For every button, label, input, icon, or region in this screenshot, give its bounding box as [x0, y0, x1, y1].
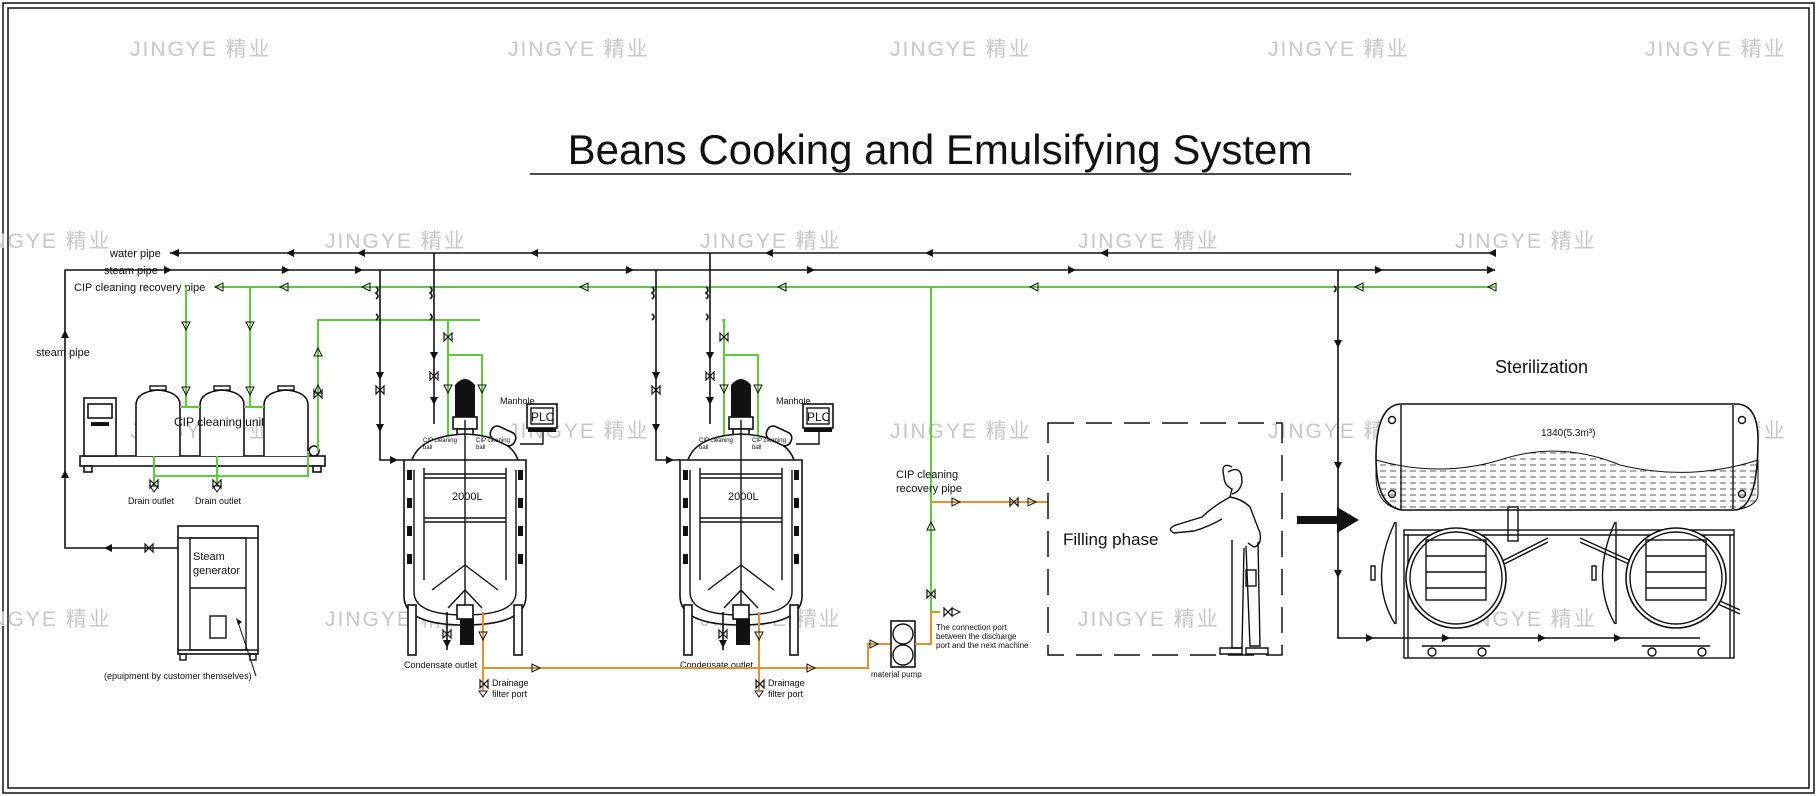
watermark: JINGYE 精业: [1078, 608, 1220, 631]
tank-2-cip-ball-right: CIP cleaning: [752, 438, 786, 444]
filling-phase-label: Filling phase: [1063, 530, 1158, 549]
watermark: JINGYE 精业: [0, 608, 112, 631]
steam-generator-label-2: generator: [193, 565, 240, 577]
watermark: JINGYE 精业: [508, 38, 650, 61]
tank-2-cip-ball-left: CIP cleaning: [699, 438, 733, 444]
tank-1-cip-ball-right: CIP cleaning: [476, 438, 510, 444]
filling-phase-area: [1047, 422, 1283, 656]
watermark: JINGYE 精业: [890, 38, 1032, 61]
drain-outlet-label-2: Drain outlet: [195, 496, 242, 506]
legend-steam-pipe: steam pipe: [104, 265, 158, 277]
watermark: JINGYE 精业: [130, 38, 272, 61]
watermark: JINGYE 精业: [0, 230, 112, 253]
tank-2-drainage-2: filter port: [768, 689, 804, 699]
watermark: JINGYE 精业: [1268, 38, 1410, 61]
tank-2-cip-ball-left-2: ball: [699, 445, 708, 451]
material-pipeline: [478, 287, 1048, 698]
tank-1-plc: PLC: [531, 410, 555, 424]
header-pipes: [65, 249, 1497, 292]
inner-frame: [7, 7, 1810, 789]
sterilization-label: Sterilization: [1495, 357, 1588, 377]
process-flow-arrow: [1297, 507, 1359, 533]
steam-pipe-label: steam pipe: [36, 347, 90, 359]
customer-equipment-note: (epuipment by customer themselves): [104, 671, 252, 681]
tank-2-capacity: 2000L: [728, 491, 759, 503]
steam-generator-label-1: Steam: [193, 551, 225, 563]
tank-2-cip-ball-right-2: ball: [752, 445, 761, 451]
tank-1-capacity: 2000L: [452, 491, 483, 503]
left-steam-line: [61, 270, 178, 554]
cooking-tank-2: [650, 253, 834, 656]
watermark: JINGYE 精业: [700, 230, 842, 253]
tank-1-cip-ball-right-2: ball: [476, 445, 485, 451]
tank-1-drainage-2: filter port: [492, 689, 528, 699]
cip-cleaning-unit: [79, 287, 480, 493]
watermark: JINGYE 精业: [1078, 230, 1220, 253]
cooking-tank-1: [374, 253, 558, 656]
connection-port-label-3: port and the next machine: [936, 641, 1029, 650]
tank-2-plc: PLC: [807, 410, 831, 424]
drain-outlet-label-1: Drain outlet: [128, 496, 175, 506]
cip-recovery-label-2: recovery pipe: [896, 483, 962, 495]
material-pump-label: material pump: [871, 670, 922, 679]
tank-1-drainage: Drainage: [492, 678, 529, 688]
legend-cip-recovery-pipe: CIP cleaning recovery pipe: [74, 282, 205, 294]
connection-port-label-1: The connection port: [936, 623, 1007, 632]
tank-1-cip-ball-left: CIP cleaning: [423, 438, 457, 444]
watermark: JINGYE 精业: [890, 420, 1032, 443]
cip-unit-label: CIP cleaning unit: [174, 415, 265, 429]
sterilization-tank-spec: 1340(5.3m³): [1541, 428, 1595, 439]
tank-1-condensate-outlet: Condensate outlet: [404, 660, 478, 670]
watermark: JINGYE 精业: [325, 230, 467, 253]
watermark: JINGYE 精业: [1645, 38, 1787, 61]
tank-1-cip-ball-left-2: ball: [423, 445, 432, 451]
tank-2-manhole: Manhole: [776, 396, 811, 406]
tank-1-manhole: Manhole: [500, 396, 535, 406]
tank-2-drainage: Drainage: [768, 678, 805, 688]
connection-port-label-2: between the discharge: [936, 632, 1017, 641]
steam-generator: [177, 525, 259, 677]
tank-2-condensate-outlet: Condensate outlet: [680, 660, 754, 670]
diagram-title: Beans Cooking and Emulsifying System: [568, 126, 1313, 173]
legend-water-pipe: water pipe: [109, 248, 161, 260]
cip-recovery-label-1: CIP cleaning: [896, 469, 958, 481]
watermark: JINGYE 精业: [1455, 230, 1597, 253]
sterilization-unit: [1333, 270, 1759, 659]
